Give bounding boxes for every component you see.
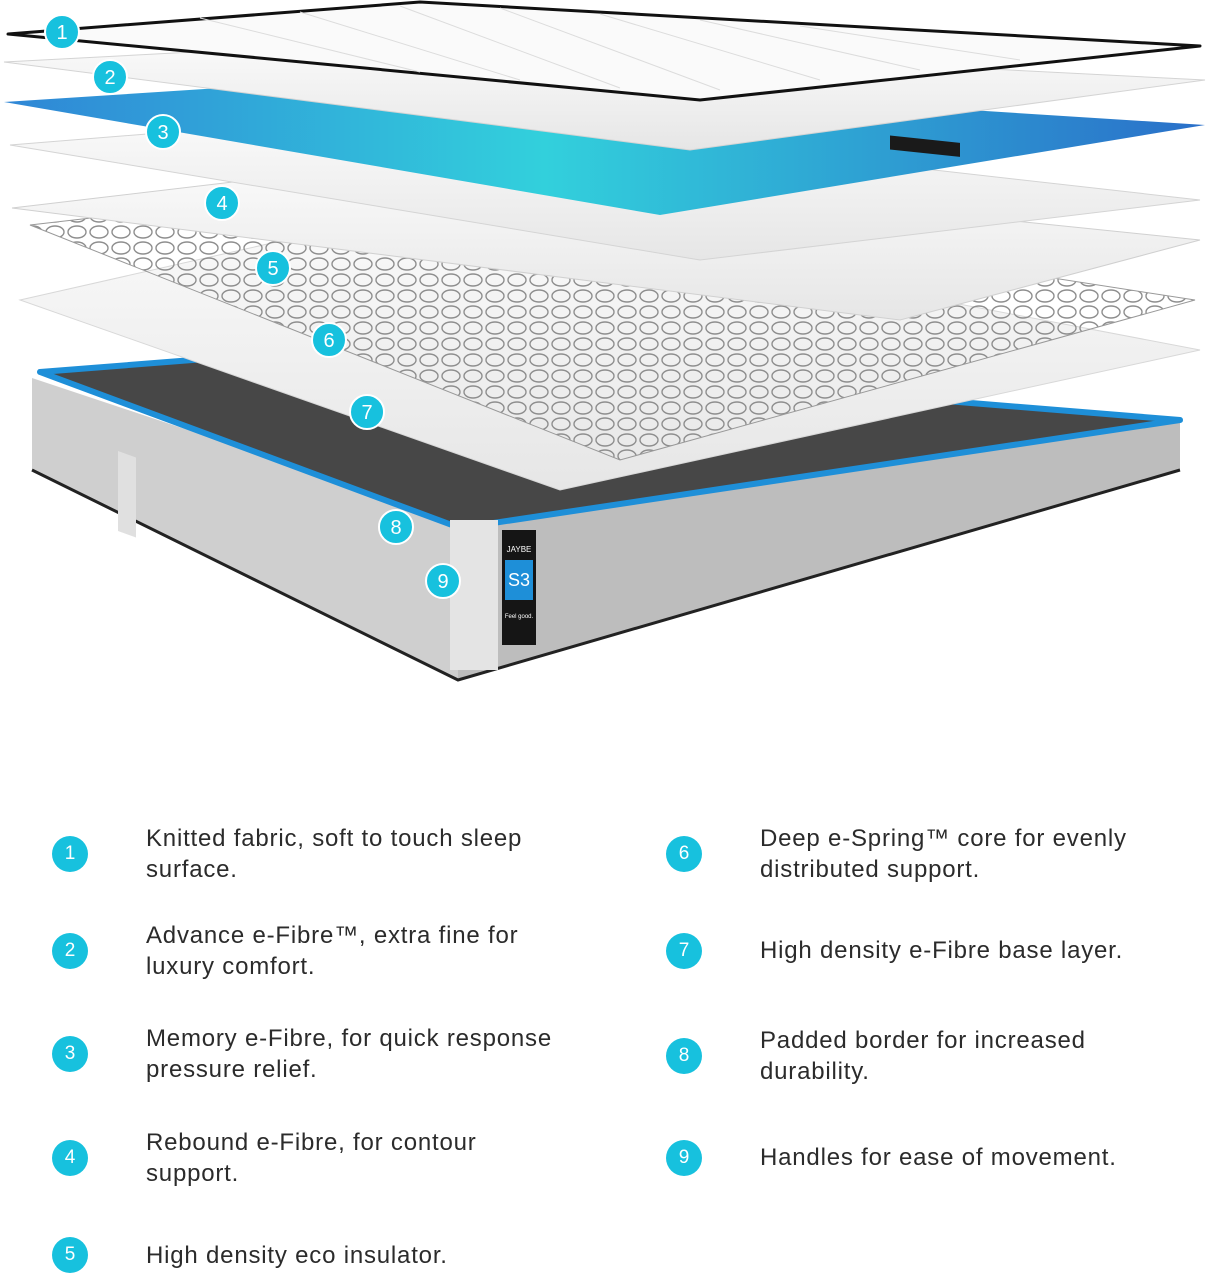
layer-knitted-fabric [6, 0, 1202, 157]
tag-model: S3 [508, 570, 530, 590]
legend-description: Handles for ease of movement. [760, 1144, 1117, 1171]
legend-number-badge: 1 [52, 835, 88, 872]
diagram-marker-9: 9 [425, 563, 461, 599]
svg-text:3: 3 [157, 122, 168, 144]
legend-number-badge: 4 [52, 1139, 88, 1176]
diagram-marker-1: 1 [44, 14, 80, 50]
legend-number-badge: 5 [52, 1237, 88, 1273]
tag-brand: JAYBE [507, 545, 532, 554]
legend-description: Advance e-Fibre™, extra fine for luxury … [146, 921, 519, 980]
diagram-marker-6: 6 [311, 322, 347, 358]
legend-description: Deep e-Spring™ core for evenly distribut… [760, 824, 1127, 883]
svg-text:6: 6 [323, 330, 334, 352]
mattress-layers-illustration: JAYBE S3 Feel good. 1 2 [3, 0, 1206, 682]
svg-text:1: 1 [56, 22, 67, 44]
tag-tagline: Feel good. [505, 614, 534, 620]
diagram-marker-5: 5 [255, 250, 291, 286]
legend-description: Knitted fabric, soft to touch sleep surf… [146, 824, 523, 883]
legend-description: High density eco insulator. [146, 1241, 448, 1269]
svg-text:4: 4 [216, 193, 227, 215]
legend-item-4: 4 Rebound e-Fibre, for contour support. [52, 1119, 566, 1196]
legend-number-badge: 3 [52, 1035, 88, 1072]
svg-text:9: 9 [437, 571, 448, 593]
svg-text:5: 5 [267, 258, 278, 280]
legend-number-badge: 6 [666, 835, 702, 872]
legend-item-6: 6 Deep e-Spring™ core for evenly distrib… [666, 815, 1170, 892]
diagram-marker-2: 2 [92, 59, 128, 95]
legend-number-badge: 9 [666, 1139, 702, 1176]
legend-description: Memory e-Fibre, for quick response press… [146, 1024, 552, 1083]
legend-item-9: 9 Handles for ease of movement. [666, 1119, 1170, 1196]
legend-item-1: 1 Knitted fabric, soft to touch sleep su… [52, 815, 566, 892]
diagram-marker-3: 3 [145, 114, 181, 150]
legend-description: Padded border for increased durability. [760, 1026, 1086, 1085]
legend-number-badge: 7 [666, 932, 702, 969]
legend-item-7: 7 High density e-Fibre base layer. [666, 912, 1170, 989]
legend-item-2: 2 Advance e-Fibre™, extra fine for luxur… [52, 912, 566, 989]
legend-description: High density e-Fibre base layer. [760, 937, 1124, 964]
diagram-marker-4: 4 [204, 185, 240, 221]
legend-item-8: 8 Padded border for increased durability… [666, 1017, 1170, 1094]
legend-item-3: 3 Memory e-Fibre, for quick response pre… [52, 1015, 566, 1092]
layer-legend: 1 Knitted fabric, soft to touch sleep su… [0, 815, 1214, 1273]
svg-text:7: 7 [361, 402, 372, 424]
legend-description: Rebound e-Fibre, for contour support. [146, 1128, 477, 1187]
legend-number-badge: 2 [52, 932, 88, 969]
diagram-marker-7: 7 [349, 394, 385, 430]
diagram-marker-8: 8 [378, 509, 414, 545]
legend-number-badge: 8 [666, 1037, 702, 1074]
legend-item-5: 5 High density eco insulator. [52, 1235, 566, 1275]
svg-text:2: 2 [104, 67, 115, 89]
svg-text:8: 8 [390, 517, 401, 539]
